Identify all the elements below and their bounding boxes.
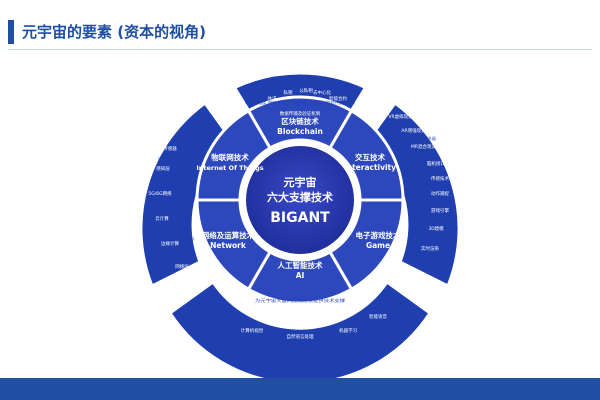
desc-ai: 为元宇宙大量的应用场景提供技术支撑 bbox=[255, 297, 345, 303]
outer-right-2: MR混合现实技术 bbox=[411, 143, 446, 150]
outer-left-2: 5G/6G网络 bbox=[148, 190, 172, 197]
footer-bar bbox=[0, 378, 600, 400]
center-line3: BIGANT bbox=[270, 210, 330, 226]
header-divider bbox=[8, 49, 592, 50]
tech-game-zh: 电子游戏技术 bbox=[356, 230, 401, 240]
outer-bottom-2: 自然语言处理 bbox=[287, 333, 314, 340]
tech-interactivity-en: Interactivity bbox=[344, 163, 396, 172]
tech-ai-en: AI bbox=[296, 271, 305, 280]
desc-blockchain: NFT、DeFi、公链速度、智能合约、DAO社区生态、去中心化交易所、分布式存储… bbox=[245, 99, 355, 105]
outer-left-1: 感知层 bbox=[156, 165, 170, 172]
outer-right-1: AR增强现实技术 bbox=[401, 127, 435, 134]
outer-right-8: 实时渲染 bbox=[421, 245, 439, 252]
outer-top-3: 去中心化 bbox=[313, 89, 331, 96]
title-accent-bar bbox=[8, 20, 14, 44]
center-line1: 元宇宙 bbox=[284, 175, 317, 189]
outer-bottom-3: 计算机视觉 bbox=[241, 327, 264, 334]
outer-right-4: 传感技术 bbox=[431, 175, 449, 182]
outer-top-0: 共识 bbox=[268, 95, 277, 102]
tech-iot-en: Internet Of Things bbox=[196, 164, 263, 172]
desc-interactivity: 交互技术迭代升级 bbox=[404, 135, 436, 141]
outer-bottom-1: 机器学习 bbox=[339, 327, 357, 334]
outer-top-4: 智能合约 bbox=[329, 95, 347, 102]
tech-network-zh: 网络及运算技术 bbox=[202, 230, 255, 240]
tech-interactivity-zh: 交互技术 bbox=[355, 152, 385, 162]
outer-top-5: 数据传输及验证机制 bbox=[280, 110, 321, 117]
tech-blockchain-zh: 区块链技术 bbox=[281, 116, 319, 126]
outer-right-0: VR虚拟现实技术 bbox=[388, 113, 422, 120]
desc-network: 高速、低延时、高算力、规模化接入 bbox=[155, 235, 195, 241]
outer-top-1: 私钥 bbox=[284, 89, 293, 96]
tech-game-en: Game bbox=[366, 241, 390, 250]
outer-right-3: 脑机接口 bbox=[427, 160, 445, 167]
desc-iot: 为元宇宙万物链接及虚实共生提供可靠技术保障 bbox=[158, 155, 198, 161]
outer-segment-bottom bbox=[167, 279, 433, 386]
outer-left-5: 网络层 bbox=[175, 263, 189, 270]
mid-segments bbox=[195, 95, 405, 305]
page-title: 元宇宙的要素 (资本的视角) bbox=[22, 23, 206, 41]
tech-network-en: Network bbox=[210, 241, 247, 250]
outer-right-6: 游戏引擎 bbox=[431, 207, 449, 214]
outer-bottom-0: 智能语音 bbox=[369, 313, 387, 320]
tech-iot-zh: 物联网技术 bbox=[211, 152, 249, 162]
outer-right-7: 3D建模 bbox=[428, 225, 444, 232]
desc-game: 为元宇宙提供交互方式和游戏引擎 bbox=[405, 250, 445, 256]
mid-segment-iot bbox=[195, 108, 273, 202]
outer-top-2: 公私钥 bbox=[299, 87, 313, 94]
core-circle bbox=[246, 146, 354, 254]
outer-right-5: 动作捕捉 bbox=[431, 190, 449, 197]
outer-left-3: 云计算 bbox=[155, 215, 169, 222]
outer-left-4: 边缘计算 bbox=[161, 240, 179, 247]
tech-ai-zh: 人工智能技术 bbox=[278, 260, 323, 270]
tech-blockchain-en: Blockchain bbox=[277, 127, 323, 136]
outer-left-0: 传感器 bbox=[163, 145, 177, 152]
center-line2: 六大支撑技术 bbox=[267, 190, 333, 204]
